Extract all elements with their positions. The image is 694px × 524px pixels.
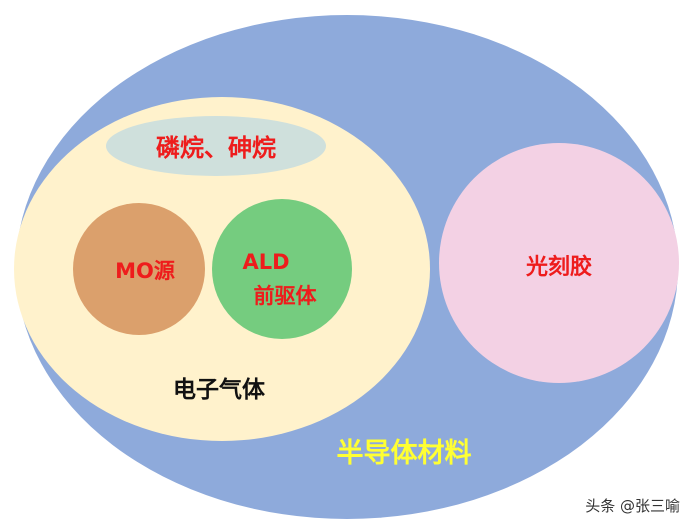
photoresist-label: 光刻胶 [525, 254, 592, 280]
ald-label: ALD [242, 250, 289, 274]
phosphine-arsine-label: 磷烷、砷烷 [156, 134, 276, 162]
watermark-text: 头条 @张三喻 [585, 497, 680, 515]
ald-precursor-circle [212, 199, 352, 339]
photoresist-circle [439, 143, 679, 383]
phosphine-arsine-ellipse [106, 116, 326, 176]
mo-source-circle [73, 203, 205, 335]
semiconductor-materials-label: 半导体材料 [337, 438, 472, 469]
mo-source-label: MO源 [115, 259, 175, 283]
ald-precursor-label: 前驱体 [254, 284, 318, 308]
electronic-gas-label: 电子气体 [173, 376, 266, 403]
